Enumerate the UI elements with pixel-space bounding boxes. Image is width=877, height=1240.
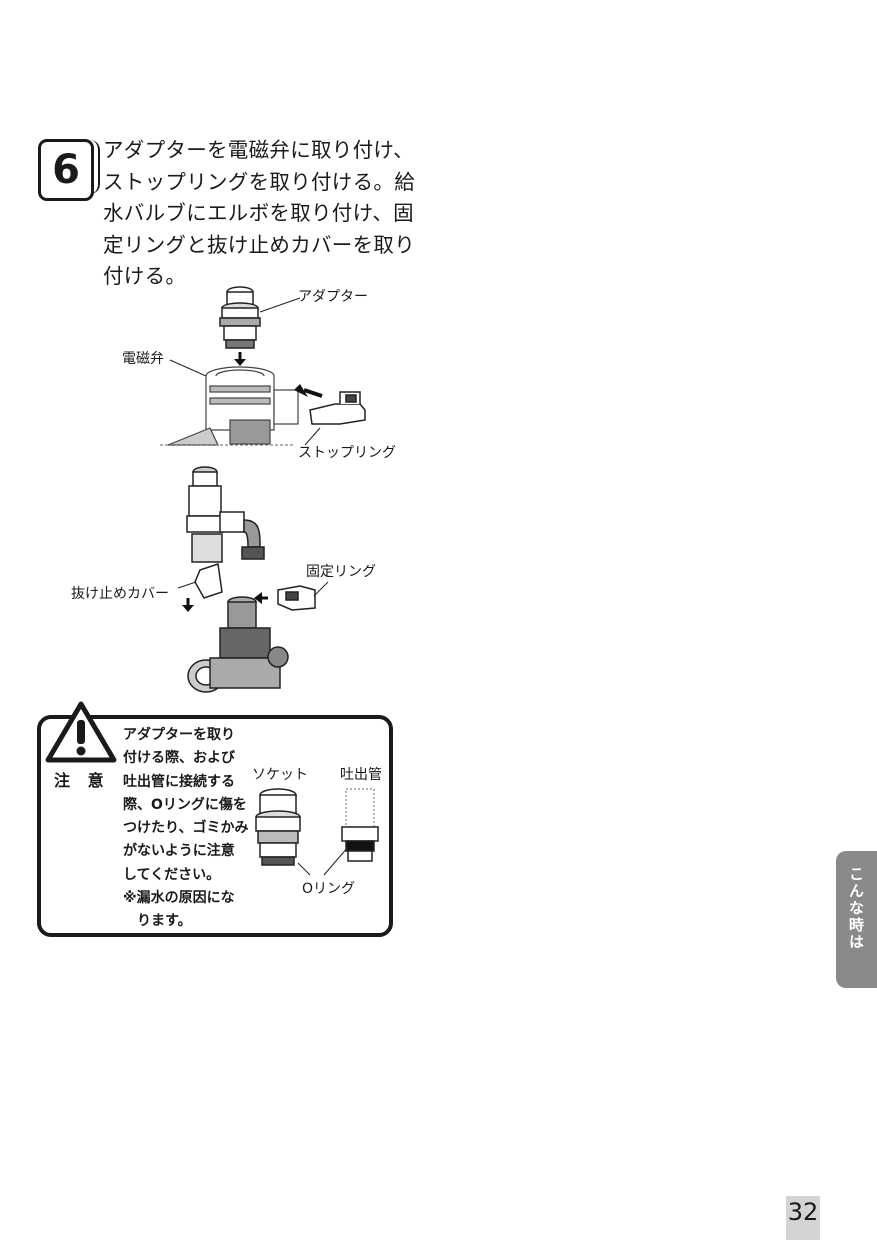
caution-title: 注 意 <box>54 771 110 790</box>
caution-line: 付ける際、および <box>123 750 235 767</box>
o-ring-label: Oリング <box>302 881 356 897</box>
page-number: 32 <box>787 1198 819 1226</box>
step-bracket <box>88 140 100 194</box>
adapter-illustration <box>160 286 366 446</box>
caution-box <box>37 715 393 937</box>
caution-line: アダプターを取り <box>123 727 235 743</box>
step-line: アダプターを電磁弁に取り付け、 <box>103 138 414 162</box>
stop-ring-label: ストップリング <box>298 445 396 461</box>
caution-line: 際、Oリングに傷を <box>123 796 247 813</box>
elbow-illustration <box>177 466 329 693</box>
section-tab <box>836 851 877 988</box>
adapter-label: アダプター <box>298 289 368 305</box>
caution-line: ※漏水の原因にな <box>123 890 235 907</box>
socket-label: ソケット <box>252 767 308 783</box>
page-number-box <box>786 1196 820 1240</box>
caution-line: つけたり、ゴミかみ <box>123 820 249 837</box>
caution-line: 吐出管に接続する <box>123 773 235 790</box>
caution-line: ります。 <box>123 913 192 930</box>
step-line: 水バルブにエルボを取り付け、固 <box>103 201 414 225</box>
step-line: 付ける。 <box>103 264 187 288</box>
section-tab-label: こんな時は <box>847 866 865 951</box>
retainer-cover-label: 抜け止めカバー <box>71 586 169 602</box>
warning-triangle-icon <box>45 701 117 763</box>
caution-line: がないように注意 <box>123 843 235 860</box>
outlet-pipe-label: 吐出管 <box>340 767 382 783</box>
solenoid-valve-label: 電磁弁 <box>122 351 164 367</box>
fixing-ring-label: 固定リング <box>306 564 376 580</box>
socket-pipe-illustration <box>255 788 379 876</box>
caution-text: アダプターを取り 付ける際、および 吐出管に接続する 際、Oリングに傷を つけた… <box>123 724 258 934</box>
step-number-badge: 6 <box>38 139 94 201</box>
step-line: ストップリングを取り付ける。給 <box>103 169 415 194</box>
step-line: 定リングと抜け止めカバーを取り <box>103 232 415 257</box>
step-instruction: アダプターを電磁弁に取り付け、 ストップリングを取り付ける。給 水バルブにエルボ… <box>103 135 415 293</box>
caution-line: してください。 <box>123 866 221 883</box>
